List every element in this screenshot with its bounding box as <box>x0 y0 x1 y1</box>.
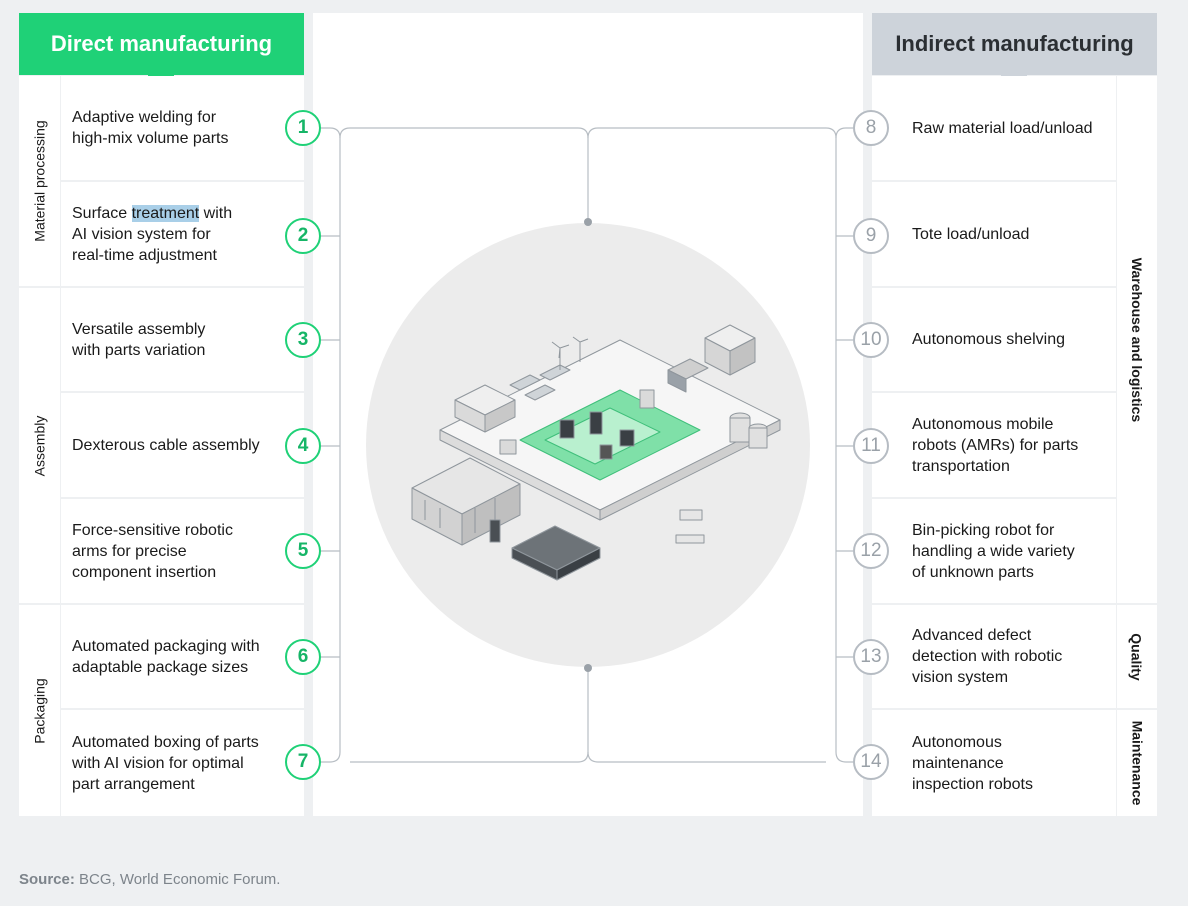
category-assembly: Assembly <box>19 288 60 603</box>
number-badge: 5 <box>285 533 321 569</box>
number-badge: 1 <box>285 110 321 146</box>
category-label: Warehouse and logistics <box>1129 257 1145 422</box>
category-warehouse-logistics: Warehouse and logistics <box>1117 76 1157 603</box>
list-item: Advanced defect detection with robotic v… <box>872 605 1116 708</box>
number-badge: 8 <box>853 110 889 146</box>
category-label: Material processing <box>31 120 48 242</box>
number-badge: 3 <box>285 322 321 358</box>
direct-manufacturing-header: Direct manufacturing <box>19 13 304 75</box>
item-label: Tote load/unload <box>912 225 1030 243</box>
category-label: Assembly <box>31 415 48 476</box>
number-badge: 10 <box>853 322 889 358</box>
indirect-manufacturing-header: Indirect manufacturing <box>872 13 1157 75</box>
number-badge: 6 <box>285 639 321 675</box>
item-label: Advanced defect detection with robotic v… <box>912 627 1063 686</box>
category-label: Packaging <box>31 677 48 744</box>
item-label: Autonomous maintenance inspection robots <box>912 733 1033 793</box>
connector-dot-top <box>584 218 592 226</box>
number-badge: 4 <box>285 428 321 464</box>
highlighted-text: treatment <box>131 204 200 222</box>
category-label: Quality <box>1129 632 1145 681</box>
list-item: Versatile assembly with parts variation <box>61 288 304 391</box>
number-badge: 13 <box>853 639 889 675</box>
number-badge: 7 <box>285 744 321 780</box>
factory-isometric <box>411 324 781 581</box>
item-label: Autonomous mobile robots (AMRs) for part… <box>912 415 1079 475</box>
indirect-manufacturing-title: Indirect manufacturing <box>895 31 1134 56</box>
category-material-processing: Material processing <box>19 76 60 286</box>
list-item: Automated packaging with adaptable packa… <box>61 605 304 708</box>
left-connectors <box>321 127 589 763</box>
number-badge: 14 <box>853 744 889 780</box>
number-badge: 9 <box>853 218 889 254</box>
source-note: Source: BCG, World Economic Forum. <box>19 871 280 888</box>
item-label: Force-sensitive robotic arms for precise… <box>72 521 233 581</box>
item-label: Bin-picking robot for handling a wide va… <box>912 521 1075 581</box>
item-label: Automated boxing of parts with AI vision… <box>72 733 259 793</box>
list-item: Force-sensitive robotic arms for precise… <box>61 499 304 603</box>
item-label: Versatile assembly with parts variation <box>72 320 206 359</box>
list-item: Autonomous shelving <box>872 288 1116 391</box>
item-label: Surface treatment with AI vision system … <box>72 204 233 264</box>
item-label: Dexterous cable assembly <box>72 436 260 454</box>
item-label: Automated packaging with adaptable packa… <box>72 637 260 676</box>
source-label: Source: <box>19 871 75 888</box>
list-item: Dexterous cable assembly <box>61 393 304 497</box>
source-text: BCG, World Economic Forum. <box>74 871 281 888</box>
right-connectors <box>587 127 853 763</box>
item-label: Raw material load/unload <box>912 119 1093 137</box>
category-quality: Quality <box>1117 605 1157 708</box>
list-item: Bin-picking robot for handling a wide va… <box>872 499 1116 603</box>
list-item: Adaptive welding for high-mix volume par… <box>61 76 304 180</box>
item-label: Adaptive welding for high-mix volume par… <box>72 109 229 147</box>
category-maintenance: Maintenance <box>1117 710 1157 816</box>
list-item: Autonomous mobile robots (AMRs) for part… <box>872 393 1116 497</box>
category-packaging: Packaging <box>19 605 60 816</box>
list-item: Autonomous maintenance inspection robots <box>872 710 1116 816</box>
number-badge: 11 <box>853 428 889 464</box>
list-item: Surface treatment with AI vision system … <box>61 182 304 286</box>
connector-dot-bottom <box>584 664 592 672</box>
list-item: Automated boxing of parts with AI vision… <box>61 710 304 816</box>
direct-manufacturing-title: Direct manufacturing <box>50 31 273 56</box>
number-badge: 2 <box>285 218 321 254</box>
number-badge: 12 <box>853 533 889 569</box>
list-item: Tote load/unload <box>872 182 1116 286</box>
category-label: Maintenance <box>1129 720 1145 806</box>
item-label: Autonomous shelving <box>912 331 1065 348</box>
list-item: Raw material load/unload <box>872 76 1116 180</box>
